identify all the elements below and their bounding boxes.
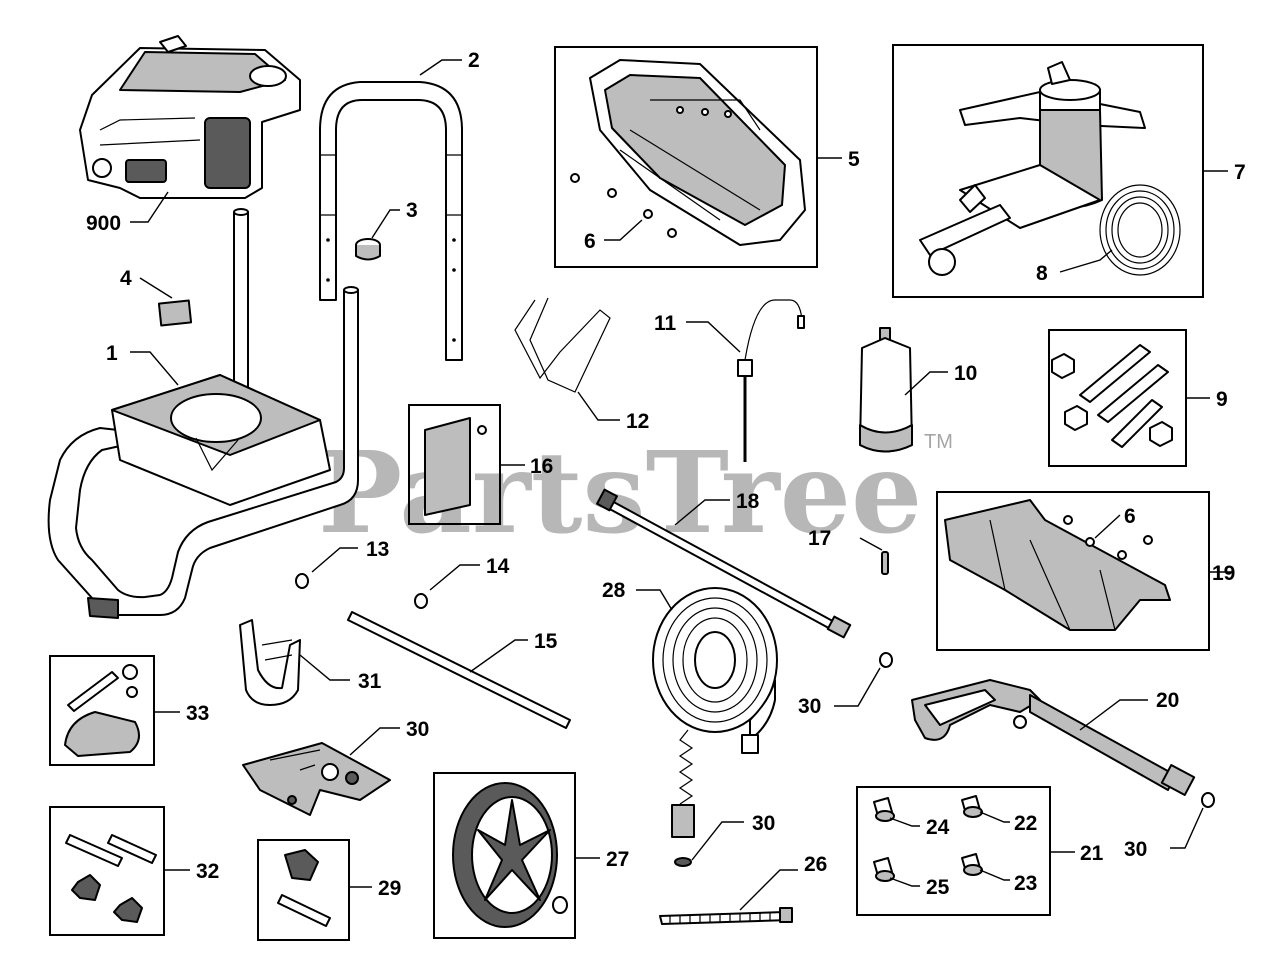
- part-7-pump[interactable]: [919, 61, 1146, 276]
- label-9: 9: [1216, 388, 1228, 411]
- label-12: 12: [626, 410, 649, 433]
- part-30-oring-wand[interactable]: [879, 652, 893, 668]
- part-12-clip[interactable]: [514, 297, 611, 393]
- part-6-screws-bottom[interactable]: [1063, 515, 1153, 560]
- label-28: 28: [602, 579, 626, 602]
- part-14-washer[interactable]: [414, 593, 428, 609]
- label-26: 26: [804, 853, 827, 876]
- part-11-tube[interactable]: [737, 299, 805, 462]
- part-25-nozzle[interactable]: [873, 857, 895, 882]
- label-20: 20: [1156, 689, 1179, 712]
- label-8: 8: [1036, 262, 1048, 285]
- part-22-nozzle[interactable]: [961, 795, 983, 818]
- label-1: 1: [106, 342, 118, 365]
- watermark-trademark: TM: [924, 431, 953, 453]
- box-29: [257, 839, 350, 941]
- part-1-frame[interactable]: [47, 208, 359, 619]
- part-900-engine[interactable]: [79, 35, 301, 199]
- part-2-handle[interactable]: [319, 81, 463, 361]
- label-33: 33: [186, 702, 209, 725]
- watermark-text: PartsTree: [318, 428, 922, 559]
- label-29: 29: [378, 877, 401, 900]
- label-19: 19: [1212, 562, 1235, 585]
- part-16-plate[interactable]: [424, 417, 487, 516]
- label-2: 2: [468, 49, 480, 72]
- label-24: 24: [926, 816, 950, 839]
- label-4: 4: [120, 267, 132, 290]
- label-32: 32: [196, 860, 219, 883]
- label-27: 27: [606, 848, 629, 871]
- label-6a: 6: [584, 230, 596, 253]
- label-30a: 30: [406, 718, 429, 741]
- part-6-screws-top[interactable]: [570, 173, 677, 238]
- part-8-hose[interactable]: [1099, 184, 1181, 276]
- part-31-bracket[interactable]: [239, 619, 301, 706]
- part-23-nozzle[interactable]: [961, 853, 983, 876]
- part-30-oring-gun[interactable]: [1201, 792, 1215, 808]
- label-13: 13: [366, 538, 389, 561]
- label-18: 18: [736, 490, 760, 513]
- label-30c: 30: [752, 812, 775, 835]
- label-17: 17: [808, 527, 831, 550]
- part-20-gun[interactable]: [911, 679, 1196, 796]
- part-30-plate[interactable]: [242, 742, 391, 816]
- part-4-decal[interactable]: [157, 299, 193, 327]
- part-24-nozzle[interactable]: [873, 797, 895, 822]
- part-5-shroud[interactable]: [589, 59, 806, 246]
- label-16: 16: [530, 455, 553, 478]
- part-10-bottle[interactable]: [859, 327, 913, 453]
- label-10: 10: [954, 362, 977, 385]
- part-9-hardware[interactable]: [1051, 344, 1173, 448]
- part-3-cap[interactable]: [355, 238, 381, 261]
- part-29-kit[interactable]: [277, 849, 331, 927]
- label-11: 11: [654, 312, 677, 335]
- label-14: 14: [486, 555, 510, 578]
- box-19: [936, 491, 1210, 651]
- box-5: [554, 46, 818, 268]
- part-26-strap[interactable]: [659, 907, 793, 925]
- part-32-kit[interactable]: [65, 834, 157, 923]
- box-32: [49, 806, 165, 936]
- label-7: 7: [1234, 161, 1246, 184]
- part-19-cover[interactable]: [944, 499, 1171, 631]
- part-13-washer[interactable]: [295, 573, 309, 589]
- label-30b: 30: [798, 695, 821, 718]
- label-5: 5: [848, 148, 860, 171]
- label-30d: 30: [1124, 838, 1147, 861]
- part-33-kit[interactable]: [64, 664, 140, 757]
- label-15: 15: [534, 630, 558, 653]
- label-23: 23: [1014, 872, 1037, 895]
- box-21: [856, 786, 1051, 916]
- label-22: 22: [1014, 812, 1037, 835]
- part-18-wand[interactable]: [596, 488, 852, 639]
- label-3: 3: [406, 199, 418, 222]
- label-900: 900: [86, 212, 121, 235]
- box-33: [49, 655, 155, 766]
- part-17-pin[interactable]: [881, 551, 889, 575]
- label-25: 25: [926, 876, 950, 899]
- part-15-rod[interactable]: [347, 611, 571, 729]
- part-27-wheel[interactable]: [452, 782, 568, 928]
- label-31: 31: [358, 670, 382, 693]
- label-6b: 6: [1124, 505, 1136, 528]
- part-28-hose[interactable]: [652, 587, 778, 867]
- box-27: [433, 772, 576, 939]
- label-21: 21: [1080, 842, 1104, 865]
